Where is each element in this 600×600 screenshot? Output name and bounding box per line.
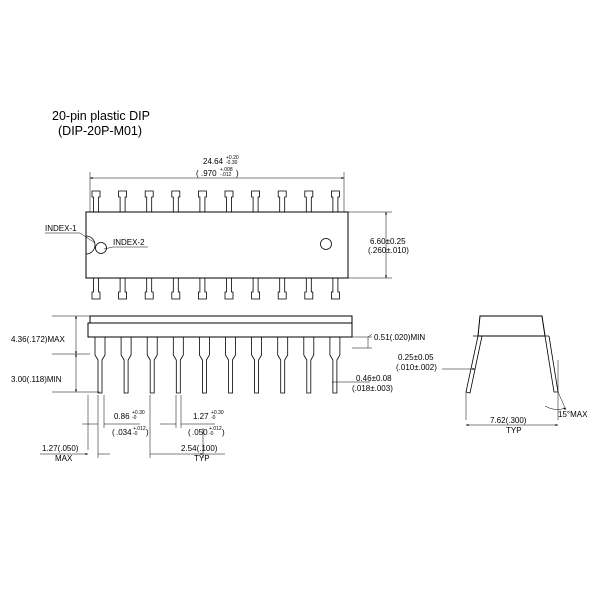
w3-minus: -0 xyxy=(211,415,216,421)
end-view: 0.25±0.05 (.010±.002) 7.62(.300) TYP 15°… xyxy=(396,315,588,435)
length-inch-plus: +.008 xyxy=(220,167,233,173)
index2-label: INDEX-2 xyxy=(113,238,145,247)
length-inch-close: ) xyxy=(236,169,239,178)
top-view-pins xyxy=(91,190,340,300)
w2-minus: -0 xyxy=(132,415,137,421)
height-max: 4.36(.172)MAX xyxy=(11,335,65,344)
length-inch-minus: -.012 xyxy=(220,172,232,178)
bottom-row-pin xyxy=(91,278,101,300)
top-row-pin xyxy=(198,190,207,212)
index1-label: INDEX-1 xyxy=(45,224,77,233)
angle: 15°MAX xyxy=(558,410,588,419)
index-2-mark xyxy=(95,242,107,254)
index-right-mark xyxy=(320,238,332,250)
length-tol-minus: -0.30 xyxy=(226,160,238,166)
end-right-lead xyxy=(544,335,559,393)
top-row-pin xyxy=(304,190,314,212)
side-view-pin xyxy=(146,337,158,394)
top-view-body xyxy=(85,211,349,279)
w3-plus: +0.30 xyxy=(211,410,224,416)
title-line2: (DIP-20P-M01) xyxy=(58,124,142,138)
w2-inch-minus: -0 xyxy=(133,431,138,437)
width-mm: 6.60±0.25 xyxy=(370,237,406,246)
top-row-pin xyxy=(251,190,260,212)
bottom-row-pin xyxy=(304,278,314,300)
top-row-pin xyxy=(277,190,287,212)
width-in: (.260±.010) xyxy=(368,246,409,255)
side-view-pin xyxy=(251,337,262,394)
length-mm: 24.64 xyxy=(203,157,224,166)
top-row-pin xyxy=(171,190,181,212)
side-body-top xyxy=(89,315,353,324)
side-view-pin xyxy=(94,337,106,394)
w2-plus: +0.30 xyxy=(132,410,145,416)
w3-main: 1.27 xyxy=(193,412,209,421)
end-view-body xyxy=(477,315,546,337)
top-view: 24.64 +0.20 -0.30 ( .970 +.008 -.012 ) 6… xyxy=(45,155,409,300)
top-row-pin xyxy=(224,190,234,212)
bottom-row-pin xyxy=(198,278,207,300)
side-view-pin xyxy=(303,337,315,394)
pitch-typ: TYP xyxy=(194,454,210,463)
w2-main: 0.86 xyxy=(114,412,130,421)
top-row-pin xyxy=(331,190,340,212)
side-view-pin xyxy=(172,337,184,394)
side-view-pins xyxy=(94,337,341,394)
row-span: 7.62(.300) xyxy=(490,416,527,425)
end-mm: 1.27(.050) xyxy=(42,444,79,453)
side-view-pin xyxy=(277,337,289,394)
seat-min: 3.00(.118)MIN xyxy=(11,375,62,384)
bottom-row-pin xyxy=(251,278,260,300)
side-view-pin xyxy=(199,337,210,394)
index-notch xyxy=(85,235,96,255)
thick-in: (.010±.002) xyxy=(396,363,437,372)
w2-inch-close: ) xyxy=(146,428,149,437)
bottom-row-pin xyxy=(118,278,127,300)
top-row-pin xyxy=(118,190,127,212)
bottom-row-pin xyxy=(277,278,287,300)
length-inch: .970 xyxy=(201,169,217,178)
length-tol-plus: +0.20 xyxy=(226,155,239,161)
top-row-pin xyxy=(144,190,154,212)
w3-inch-plus: +.012 xyxy=(209,426,222,432)
bottom-row-pin xyxy=(224,278,234,300)
w3-inch-open: ( xyxy=(188,428,191,437)
bottom-row-pin xyxy=(331,278,340,300)
side-view-body xyxy=(87,322,353,338)
side-view-pin xyxy=(225,337,236,394)
title-line1: 20-pin plastic DIP xyxy=(52,109,150,123)
side-view-pin xyxy=(329,337,341,394)
w2-inch: .034 xyxy=(116,428,132,437)
lead-width-mm: 0.46±0.08 xyxy=(356,374,392,383)
side-view-pin xyxy=(120,337,132,394)
top-row-pin xyxy=(91,190,101,212)
bottom-row-pin xyxy=(144,278,154,300)
lead-width-in: (.018±.003) xyxy=(352,384,393,393)
w3-inch: .050 xyxy=(192,428,208,437)
length-inch-open: ( xyxy=(196,169,199,178)
w3-inch-close: ) xyxy=(222,428,225,437)
w2-inch-open: ( xyxy=(112,428,115,437)
side-view: 4.36(.172)MAX 3.00(.118)MIN 0.51(.020)MI… xyxy=(11,315,425,463)
standoff-min: 0.51(.020)MIN xyxy=(374,333,425,342)
thick-mm: 0.25±0.05 xyxy=(398,353,434,362)
pitch: 2.54(.100) xyxy=(181,444,218,453)
row-typ: TYP xyxy=(506,426,522,435)
bottom-row-pin xyxy=(171,278,181,300)
end-left-lead xyxy=(465,335,483,394)
w2-inch-plus: +.012 xyxy=(133,426,146,432)
w3-inch-minus: -0 xyxy=(209,431,214,437)
end-max: MAX xyxy=(55,454,73,463)
